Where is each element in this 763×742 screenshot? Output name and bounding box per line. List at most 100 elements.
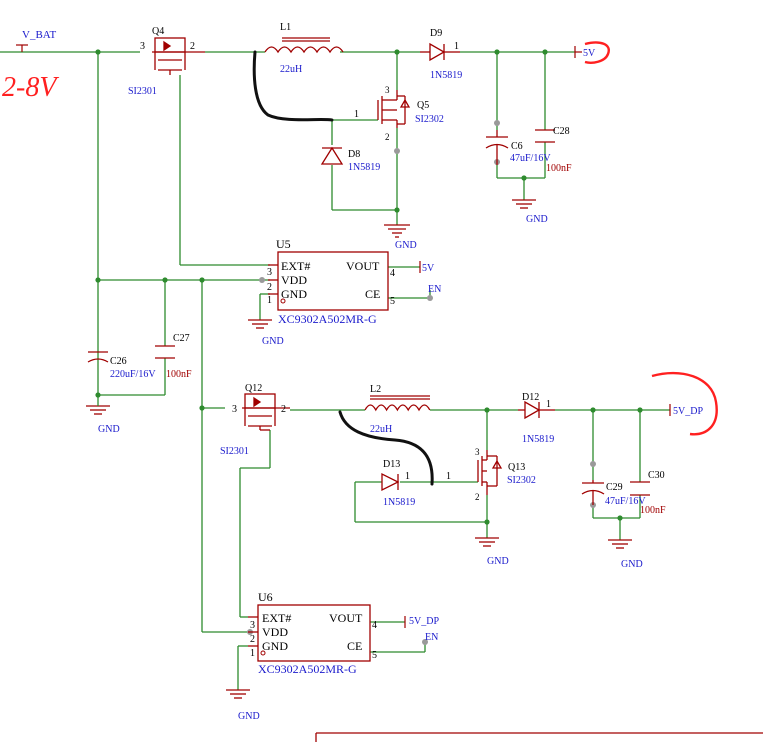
l1-inductor <box>264 37 344 54</box>
u6-ref: U6 <box>258 590 273 604</box>
u6-num-gnd: 1 <box>250 648 255 659</box>
q5-pin2: 2 <box>385 132 390 142</box>
gnd-label-q5: GND <box>395 240 417 251</box>
wires <box>0 51 670 690</box>
l2-ref: L2 <box>370 384 381 395</box>
vbat-net-flag: V_BAT <box>16 29 57 52</box>
d13-part: 1N5819 <box>383 497 415 508</box>
u5-pin-ce: CE <box>365 287 380 301</box>
l2-value: 22uH <box>370 424 392 435</box>
c27-ref: C27 <box>173 333 190 344</box>
c28-ref: C28 <box>553 126 570 137</box>
c6-ref: C6 <box>511 141 523 152</box>
c26-value: 220uF/16V <box>110 369 156 380</box>
q13-pin1: 1 <box>446 471 451 482</box>
c29-value: 47uF/16V <box>605 496 646 507</box>
u5-num-vout: 4 <box>390 268 395 279</box>
d13-pin: 1 <box>405 471 410 482</box>
d9-diode <box>420 42 460 62</box>
gnd-symbol-u5 <box>248 319 272 329</box>
gnd-label-input-caps: GND <box>98 424 120 435</box>
q4-part: SI2301 <box>128 86 157 97</box>
c26-capacitor <box>87 351 109 363</box>
sheet-border <box>315 732 763 742</box>
u5-num-ext: 3 <box>267 267 272 278</box>
d8-ref: D8 <box>348 149 360 160</box>
u5-pin-vout: VOUT <box>346 259 380 273</box>
q13-ref: Q13 <box>508 462 525 473</box>
l1-ref: L1 <box>280 22 291 33</box>
d12-ref: D12 <box>522 392 539 403</box>
q4-ref: Q4 <box>152 26 164 37</box>
u6-pin-ce: CE <box>347 639 362 653</box>
l1-value: 22uH <box>280 64 302 75</box>
out-5v-flag <box>574 46 582 58</box>
u5-ref: U5 <box>276 237 291 251</box>
c6-capacitor <box>485 130 509 165</box>
q4-pin3: 3 <box>140 41 145 52</box>
red-annotation-5v <box>584 41 610 64</box>
u6-num-vdd: 2 <box>250 634 255 645</box>
u6-ic <box>248 604 371 662</box>
junction-dots <box>95 49 643 525</box>
q4-pmos <box>152 37 205 75</box>
gnd-label-u6: GND <box>238 711 260 722</box>
gnd-label-top-caps: GND <box>526 214 548 225</box>
q12-ref: Q12 <box>245 383 262 394</box>
c30-value: 100nF <box>640 505 666 516</box>
q5-pin3: 3 <box>385 85 390 95</box>
gnd-symbol-q13 <box>475 537 499 547</box>
d9-part: 1N5819 <box>430 70 462 81</box>
voltage-annotation: 2-8V <box>2 72 59 103</box>
q13-nmos <box>477 450 503 495</box>
c6-value: 47uF/16V <box>510 153 551 164</box>
c28-value: 100nF <box>546 163 572 174</box>
gnd-label-bottom-caps: GND <box>621 559 643 570</box>
c30-capacitor <box>630 481 650 496</box>
c29-capacitor <box>581 480 605 505</box>
q13-pin2: 2 <box>475 492 480 502</box>
u5-num-ce: 5 <box>390 296 395 307</box>
gnd-symbol-input-caps <box>86 405 110 415</box>
c26-ref: C26 <box>110 356 127 367</box>
gnd-symbol-q5 <box>384 224 410 238</box>
q12-pin3: 3 <box>232 404 237 415</box>
u5-part: XC9302A502MR-G <box>278 312 377 326</box>
u6-pin-vdd: VDD <box>262 625 288 639</box>
gnd-symbol-u6 <box>226 689 250 699</box>
u6-num-vout: 4 <box>372 620 377 631</box>
d9-ref: D9 <box>430 28 442 39</box>
c27-value: 100nF <box>166 369 192 380</box>
d12-diode <box>518 400 555 420</box>
u6-pin-gnd: GND <box>262 639 288 653</box>
handdrawn-wire-top <box>252 50 334 122</box>
u5-ce-net: EN <box>428 284 441 295</box>
out-5v-label: 5V <box>583 48 596 59</box>
c29-ref: C29 <box>606 482 623 493</box>
u5-pin-gnd: GND <box>281 287 307 301</box>
q5-ref: Q5 <box>417 100 429 111</box>
q5-part: SI2302 <box>415 114 444 125</box>
q12-pmos <box>242 393 290 431</box>
d8-part: 1N5819 <box>348 162 380 173</box>
q13-part: SI2302 <box>507 475 536 486</box>
q12-pin2: 2 <box>281 404 286 415</box>
c30-ref: C30 <box>648 470 665 481</box>
d8-diode <box>320 146 344 165</box>
red-annotation-5vdp <box>651 371 718 436</box>
q13-pin3: 3 <box>475 447 480 457</box>
u5-num-vdd: 2 <box>267 282 272 293</box>
u5-vout-net: 5V <box>422 263 435 274</box>
gnd-label-u5: GND <box>262 336 284 347</box>
l2-inductor <box>364 395 431 412</box>
u5-num-gnd: 1 <box>267 295 272 306</box>
vbat-label: V_BAT <box>22 29 57 41</box>
u5-pin-ext: EXT# <box>281 259 310 273</box>
out-5vdp-label: 5V_DP <box>673 406 703 417</box>
c27-capacitor <box>155 345 175 359</box>
d9-pin: 1 <box>454 41 459 52</box>
u6-part: XC9302A502MR-G <box>258 662 357 676</box>
d13-ref: D13 <box>383 459 400 470</box>
u6-vout-net: 5V_DP <box>409 616 439 627</box>
